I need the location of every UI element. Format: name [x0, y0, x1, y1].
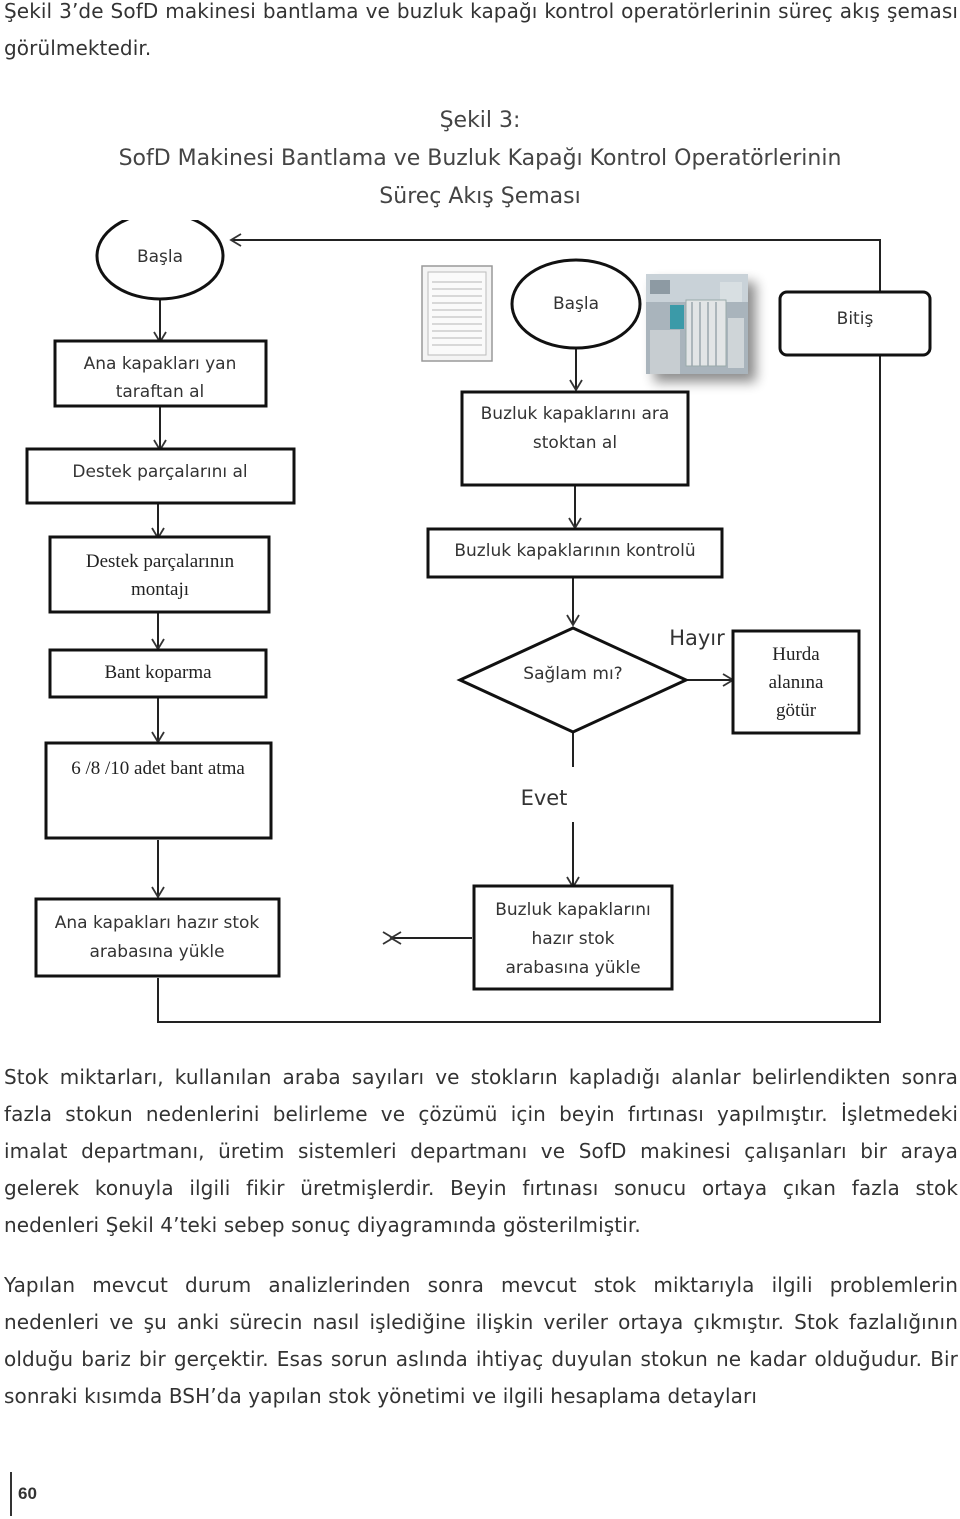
- left-start-label: Başla: [137, 247, 183, 267]
- figure-title-line1: SofD Makinesi Bantlama ve Buzluk Kapağı …: [118, 146, 842, 171]
- right-step3-line2: hazır stok: [532, 929, 615, 949]
- right-step1-line2: stoktan al: [533, 433, 617, 453]
- left-step6-line1: Ana kapakları hazır stok: [55, 913, 260, 933]
- right-step3-line1: Buzluk kapaklarını: [495, 900, 650, 920]
- page-number: 60: [10, 1472, 37, 1516]
- loop-connector: [157, 233, 881, 1023]
- left-step3-box: [48, 535, 271, 614]
- no-label: Hayır: [669, 626, 725, 650]
- body-paragraph-1: Stok miktarları, kullanılan araba sayıla…: [4, 1065, 958, 1237]
- scrap-line2: alanına: [769, 672, 824, 693]
- body-paragraph-2: Yapılan mevcut durum analizlerinden sonr…: [4, 1273, 958, 1408]
- left-step1-line1: Ana kapakları yan: [84, 354, 237, 374]
- left-step6-line2: arabasına yükle: [89, 942, 224, 962]
- right-step2-label: Buzluk kapaklarının kontrolü: [454, 541, 695, 561]
- right-step3-box: [472, 884, 674, 991]
- right-step3-line3: arabasına yükle: [505, 958, 640, 978]
- flowchart: Başla Ana kapakları yan taraftan al Dest…: [25, 220, 932, 1023]
- left-step2-label: Destek parçalarını al: [72, 462, 247, 482]
- yes-label: Evet: [521, 786, 568, 810]
- end-box: [778, 290, 932, 357]
- left-step3-line2: montajı: [131, 579, 189, 600]
- decision-label: Sağlam mı?: [523, 664, 622, 684]
- left-start-oval: [95, 220, 225, 301]
- right-step2-box: [426, 527, 724, 579]
- left-step1-line2: taraftan al: [116, 382, 205, 402]
- end-label: Bitiş: [837, 309, 874, 329]
- freezer-door-photo: [421, 265, 493, 362]
- left-step6-box: [34, 897, 281, 978]
- right-start-oval: [510, 258, 642, 350]
- left-step5-label: 6 /8 /10 adet bant atma: [71, 758, 245, 779]
- figure-title-line2: Süreç Akış Şeması: [379, 184, 581, 209]
- decision-diamond: [456, 626, 690, 734]
- scrap-box: [731, 629, 861, 735]
- right-step1-box: [460, 390, 690, 487]
- intro-paragraph: Şekil 3’de SofD makinesi bantlama ve buz…: [4, 0, 958, 60]
- left-step1-box: [53, 339, 268, 408]
- figure-number: Şekil 3:: [439, 108, 521, 133]
- left-step2-box: [25, 447, 296, 505]
- right-step1-line1: Buzluk kapaklarını ara: [481, 404, 670, 424]
- left-step5-box: [44, 741, 273, 840]
- factory-photo: [646, 274, 748, 374]
- left-step4-label: Bant koparma: [104, 662, 212, 683]
- left-step3-line1: Destek parçalarının: [86, 551, 235, 572]
- scrap-line1: Hurda: [772, 644, 820, 665]
- left-step4-box: [48, 648, 268, 699]
- scrap-line3: götür: [776, 700, 817, 721]
- right-start-label: Başla: [553, 294, 599, 314]
